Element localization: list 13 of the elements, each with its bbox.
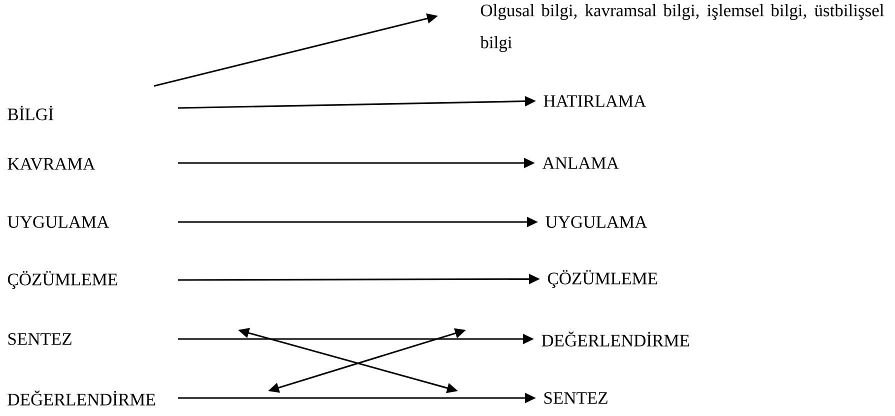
description-text: Olgusal bilgi, kavramsal bilgi, işlemsel bilgi, üstbilişsel bilgi xyxy=(480,4,884,52)
level-label: BİLGİ xyxy=(8,106,54,120)
level-label: ANLAMA xyxy=(542,157,619,169)
level-label: KAVRAMA xyxy=(8,158,96,170)
level-label: DEĞERLENDİRME xyxy=(8,390,156,406)
level-label: HATIRLAMA xyxy=(544,95,646,107)
level-label: ÇÖZÜMLEME xyxy=(8,271,118,289)
level-label: SENTEZ xyxy=(8,333,72,345)
level-label: UYGULAMA xyxy=(8,216,110,228)
level-label: DEĞERLENDİRME xyxy=(542,332,690,346)
level-label: SENTEZ xyxy=(544,392,608,404)
level-label: UYGULAMA xyxy=(546,216,648,228)
level-label: ÇÖZÜMLEME xyxy=(548,270,658,288)
